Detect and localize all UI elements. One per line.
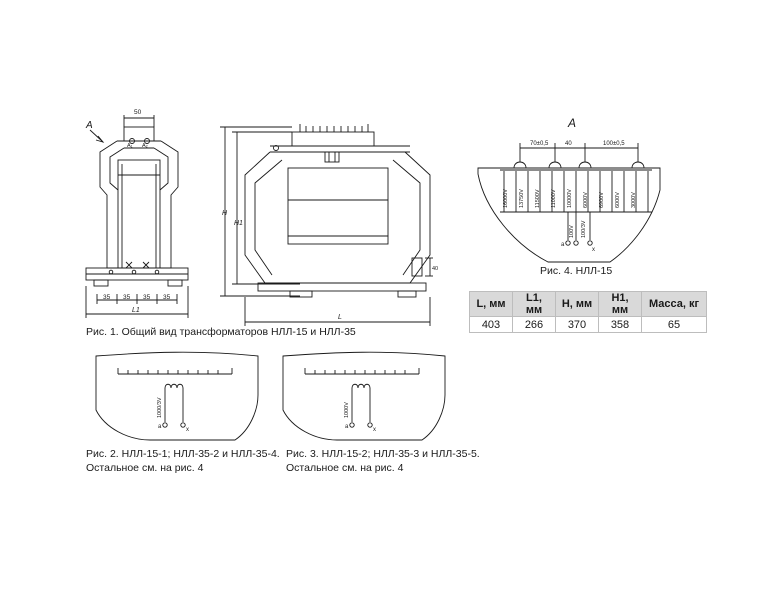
cell-h1: 358	[598, 316, 642, 333]
specs-header-row: L, мм L1, мм H, мм H1, мм Масса, кг	[469, 291, 707, 317]
fig1-front-view	[85, 115, 189, 318]
fig1-view-label: А	[85, 120, 93, 131]
header-l: L, мм	[469, 291, 513, 317]
fig4-dim-40: 40	[565, 141, 572, 147]
fig4-caption: Рис. 4. НЛЛ-15	[540, 265, 613, 277]
fig1-terminal-a1: A₁	[127, 143, 133, 149]
fig2-term-a: a	[158, 424, 162, 430]
fig4-voltage-label: 16000V	[503, 189, 509, 208]
specs-table: L, мм L1, мм H, мм H1, мм Масса, кг 403 …	[469, 291, 707, 333]
fig4-voltage-label: 3000V	[631, 192, 637, 208]
fig1-dim-35-b: 35	[123, 294, 131, 301]
fig2-caption-line2: Остальное см. на рис. 4	[86, 462, 204, 474]
fig4-voltage-labels: 16000V 13750V 11500V 11000V 10000V 6000V 6900V…	[503, 189, 637, 208]
header-mass: Масса, кг	[641, 291, 707, 317]
fig4-voltage-label: 13750V	[519, 189, 525, 208]
fig2-schematic	[95, 351, 259, 441]
fig4-dim-100: 100±0,5	[603, 141, 625, 147]
table-row: 403 266 370 358 65	[469, 316, 707, 333]
fig4-terminal-board	[477, 143, 661, 263]
fig4-term-a: a	[561, 242, 565, 248]
fig3-term-a: a	[345, 424, 349, 430]
fig1-dim-l1: L1	[132, 307, 140, 314]
fig3-secondary-label: 1000V	[344, 402, 350, 418]
header-h1: H1, мм	[598, 291, 642, 317]
fig4-voltage-label: 11000V	[551, 189, 557, 208]
fig1-terminal-a2: A₂	[142, 143, 148, 149]
fig2-term-x: x	[186, 427, 189, 433]
fig4-view-letter: А	[567, 116, 576, 130]
cell-l: 403	[469, 316, 513, 333]
cell-l1: 266	[512, 316, 556, 333]
fig4-secondary-label-2: 100/3V	[581, 220, 587, 238]
cell-h: 370	[555, 316, 599, 333]
fig1-dim-l: L	[338, 314, 342, 321]
fig4-voltage-label: 10000V	[567, 189, 573, 208]
fig1-dim-35-a: 35	[103, 294, 111, 301]
fig4-dim-70: 70±0,5	[530, 141, 549, 147]
fig4-voltage-label: 6000V	[615, 192, 621, 208]
header-h: H, мм	[555, 291, 599, 317]
fig3-term-x: x	[373, 427, 376, 433]
fig1-dim-h1: H1	[234, 220, 243, 227]
header-l1: L1, мм	[512, 291, 556, 317]
fig4-term-x: x	[592, 247, 595, 253]
fig4-voltage-label: 6900V	[599, 192, 605, 208]
fig4-voltage-label: 11500V	[535, 189, 541, 208]
fig1-dim-35-d: 35	[163, 294, 171, 301]
fig3-schematic	[282, 351, 446, 441]
fig1-dim-top: 50	[134, 109, 142, 116]
fig3-caption-line1: Рис. 3. НЛЛ-15-2; НЛЛ-35-3 и НЛЛ-35-5.	[286, 448, 480, 460]
fig3-caption-line2: Остальное см. на рис. 4	[286, 462, 404, 474]
fig4-secondary-label: 100V	[569, 225, 575, 238]
fig1-dim-h: H	[222, 210, 228, 217]
fig1-side-view	[220, 124, 433, 326]
fig4-voltage-label: 6000V	[583, 192, 589, 208]
fig2-secondary-label: 1000/3V	[157, 397, 163, 418]
fig1-dim-35-c: 35	[143, 294, 151, 301]
fig2-caption-line1: Рис. 2. НЛЛ-15-1; НЛЛ-35-2 и НЛЛ-35-4.	[86, 448, 280, 460]
fig1-caption: Рис. 1. Общий вид трансформаторов НЛЛ-15…	[86, 326, 356, 338]
fig1-dim-40: 40	[432, 266, 438, 272]
cell-mass: 65	[641, 316, 707, 333]
